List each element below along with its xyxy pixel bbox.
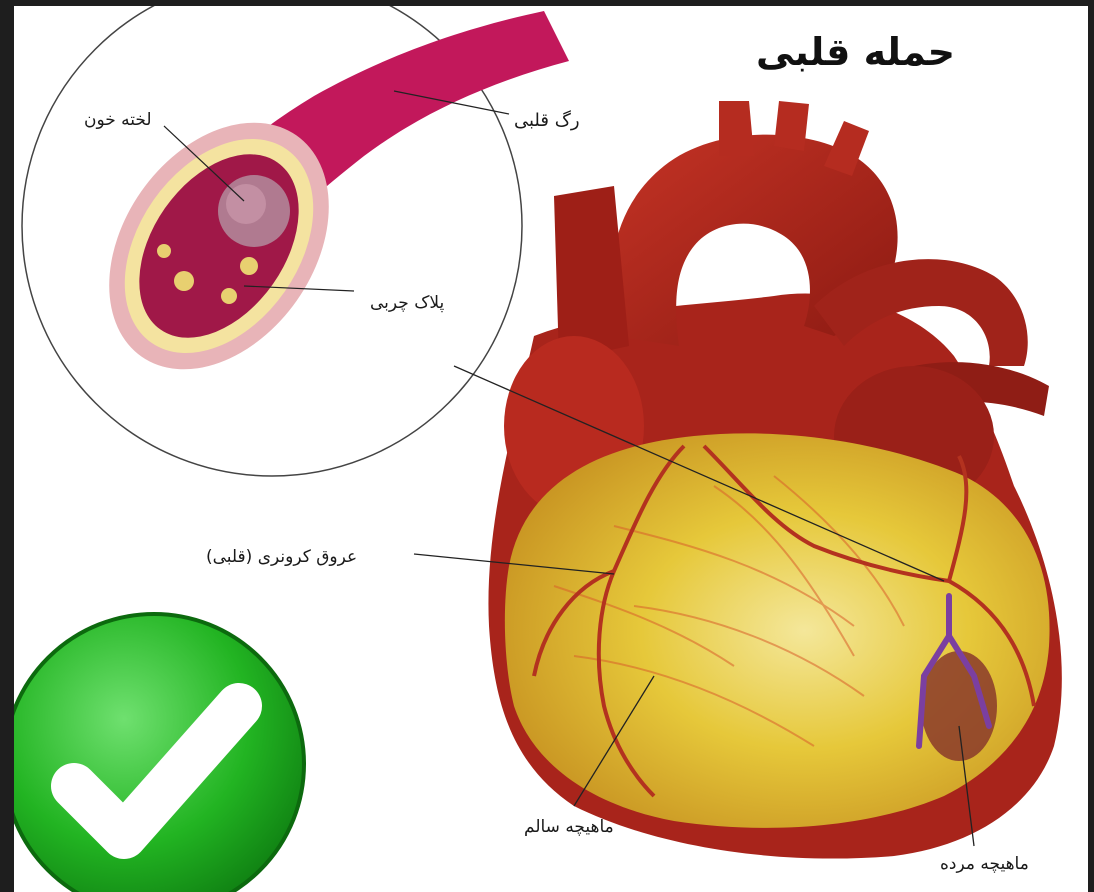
label-coronary-arteries: عروق کرونری (قلبی)	[206, 547, 357, 567]
aortic-branch-2	[774, 101, 809, 151]
diagram-frame: حمله قلبی رگ قلبی لخته خون پلاک چربی عرو…	[14, 6, 1088, 892]
aortic-branch-1	[719, 101, 754, 156]
label-healthy-muscle: ماهیچه سالم	[524, 817, 614, 837]
check-badge	[14, 614, 304, 892]
heart-attack-illustration	[14, 6, 1088, 892]
heart	[488, 101, 1061, 859]
vessel-inset	[22, 6, 569, 476]
check-circle	[14, 614, 304, 892]
label-blood-clot: لخته خون	[84, 110, 152, 130]
diagram-title: حمله قلبی	[756, 30, 955, 74]
label-fatty-plaque: پلاک چربی	[370, 293, 444, 313]
label-dead-muscle: ماهیچه مرده	[940, 854, 1029, 874]
vena-cava	[554, 186, 629, 361]
label-heart-vessel: رگ قلبی	[514, 110, 580, 131]
